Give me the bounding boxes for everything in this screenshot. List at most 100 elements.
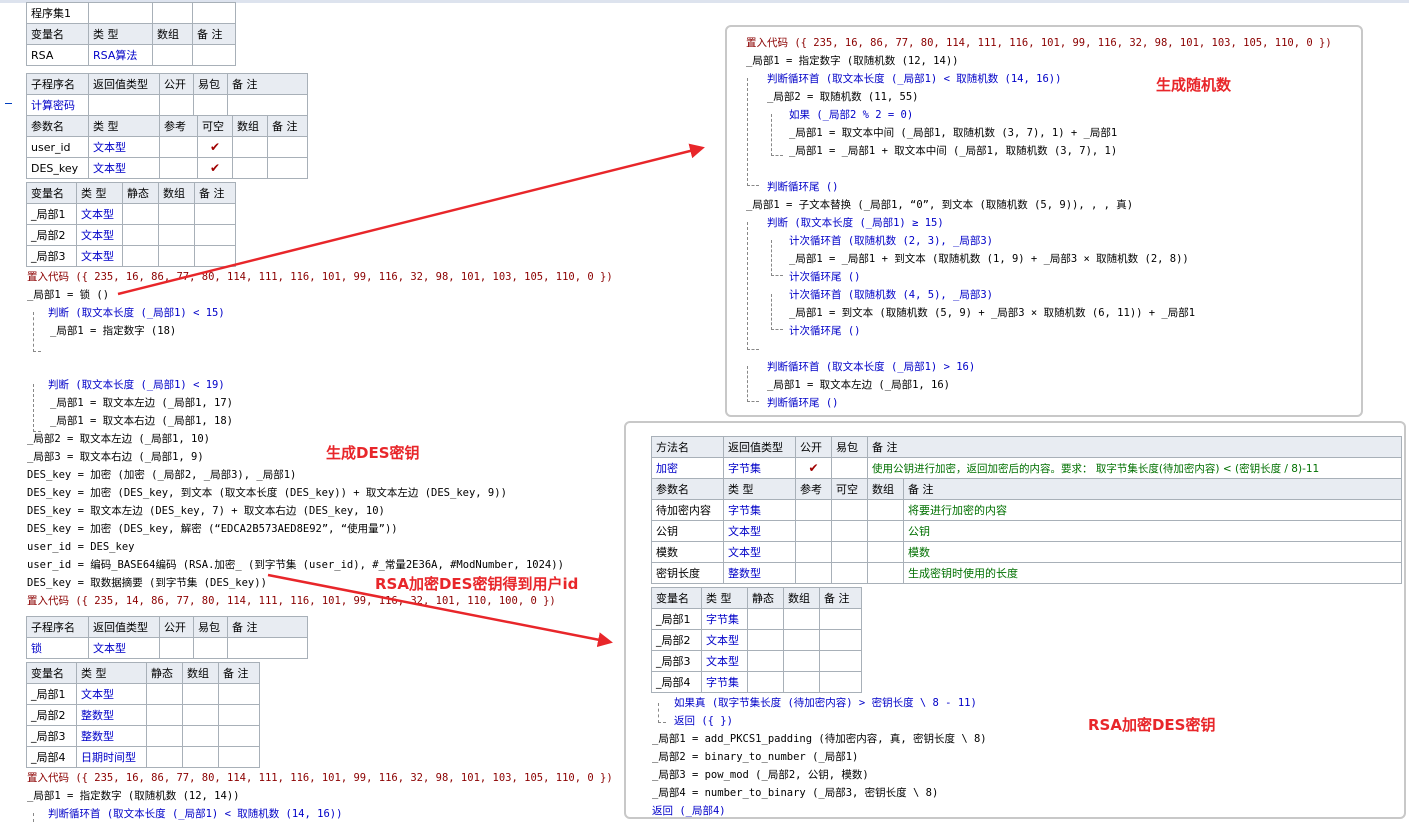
var-name[interactable]: _局部1 bbox=[652, 609, 702, 630]
param-remark[interactable]: 将要进行加密的内容 bbox=[904, 500, 1402, 521]
var-name[interactable]: RSA bbox=[27, 45, 89, 66]
code-line[interactable]: user_id = DES_key bbox=[27, 538, 134, 556]
code-line[interactable]: 计次循环尾 () bbox=[789, 268, 860, 286]
code-line[interactable]: _局部1 = 锁 () bbox=[27, 286, 109, 304]
param-type[interactable]: 字节集 bbox=[724, 500, 796, 521]
code-line[interactable]: 判断循环尾 () bbox=[767, 394, 838, 412]
param-name[interactable]: 密钥长度 bbox=[652, 563, 724, 584]
lock-vars-table: 变量名类 型静态数组备 注 _局部1文本型 _局部2整数型 _局部3整数型 _局… bbox=[26, 662, 260, 768]
var-type[interactable]: 整数型 bbox=[77, 705, 147, 726]
var-name[interactable]: _局部1 bbox=[27, 684, 77, 705]
sub-name[interactable]: 锁 bbox=[27, 638, 89, 659]
var-type[interactable]: 文本型 bbox=[702, 630, 748, 651]
sub-name[interactable]: 计算密码 bbox=[27, 95, 89, 116]
var-type[interactable]: 文本型 bbox=[702, 651, 748, 672]
param-remark[interactable]: 模数 bbox=[904, 542, 1402, 563]
var-type[interactable]: RSA算法 bbox=[89, 45, 153, 66]
code-line[interactable]: _局部4 = number_to_binary (_局部3, 密钥长度 \ 8) bbox=[652, 784, 938, 802]
code-line[interactable]: 如果真 (取字节集长度 (待加密内容) > 密钥长度 \ 8 - 11) bbox=[674, 694, 977, 712]
param-type[interactable]: 文本型 bbox=[89, 158, 160, 179]
code-line[interactable]: _局部1 = _局部1 + 取文本中间 (_局部1, 取随机数 (3, 7), … bbox=[789, 142, 1117, 160]
code-line[interactable]: 判断循环首 (取文本长度 (_局部1) < 取随机数 (14, 16)) bbox=[767, 70, 1061, 88]
code-line[interactable]: _局部1 = 取文本左边 (_局部1, 17) bbox=[50, 394, 233, 412]
assembly-name[interactable]: 程序集1 bbox=[27, 3, 89, 24]
code-line[interactable]: _局部1 = 指定数字 (取随机数 (12, 14)) bbox=[746, 52, 958, 70]
var-type[interactable]: 整数型 bbox=[77, 726, 147, 747]
flow-line bbox=[33, 312, 41, 352]
param-name[interactable]: 公钥 bbox=[652, 521, 724, 542]
code-line[interactable]: DES_key = 取文本左边 (DES_key, 7) + 取文本右边 (DE… bbox=[27, 502, 385, 520]
param-remark[interactable]: 生成密钥时使用的长度 bbox=[904, 563, 1402, 584]
code-line[interactable]: 如果 (_局部2 % 2 = 0) bbox=[789, 106, 913, 124]
code-line[interactable]: _局部1 = 到文本 (取随机数 (5, 9) + _局部3 × 取随机数 (6… bbox=[789, 304, 1195, 322]
var-name[interactable]: _局部3 bbox=[652, 651, 702, 672]
code-line[interactable]: _局部3 = pow_mod (_局部2, 公钥, 模数) bbox=[652, 766, 869, 784]
code-line[interactable]: 判断循环首 (取文本长度 (_局部1) < 取随机数 (14, 16)) bbox=[48, 805, 342, 822]
code-line[interactable]: 计次循环首 (取随机数 (2, 3), _局部3) bbox=[789, 232, 993, 250]
code-line[interactable]: 判断 (取文本长度 (_局部1) ≥ 15) bbox=[767, 214, 944, 232]
code-line[interactable]: 计次循环尾 () bbox=[789, 322, 860, 340]
code-line[interactable]: _局部3 = 取文本右边 (_局部1, 9) bbox=[27, 448, 204, 466]
code-line[interactable]: 返回 ({ }) bbox=[674, 712, 733, 730]
method-table: 方法名返回值类型公开易包备 注 加密字节集✔使用公钥进行加密，返回加密后的内容。… bbox=[651, 436, 1402, 479]
code-line[interactable]: _局部2 = binary_to_number (_局部1) bbox=[652, 748, 858, 766]
code-line[interactable]: 判断循环尾 () bbox=[767, 178, 838, 196]
code-line[interactable]: 置入代码 ({ 235, 16, 86, 77, 80, 114, 111, 1… bbox=[746, 34, 1332, 52]
var-name[interactable]: _局部2 bbox=[27, 705, 77, 726]
code-line[interactable]: _局部1 = add_PKCS1_padding (待加密内容, 真, 密钥长度… bbox=[652, 730, 987, 748]
code-line[interactable]: _局部1 = 取文本右边 (_局部1, 18) bbox=[50, 412, 233, 430]
code-line[interactable]: _局部2 = 取文本左边 (_局部1, 10) bbox=[27, 430, 210, 448]
code-line[interactable]: 返回 (_局部4) bbox=[652, 802, 726, 820]
code-line[interactable]: 置入代码 ({ 235, 14, 86, 77, 80, 114, 111, 1… bbox=[27, 592, 556, 610]
code-line[interactable]: _局部1 = 取文本左边 (_局部1, 16) bbox=[767, 376, 950, 394]
var-name[interactable]: _局部4 bbox=[27, 747, 77, 768]
var-type[interactable]: 文本型 bbox=[77, 204, 123, 225]
method-remark[interactable]: 使用公钥进行加密，返回加密后的内容。要求： 取字节集长度(待加密内容) < (密… bbox=[868, 458, 1402, 479]
code-line[interactable]: _局部1 = 指定数字 (取随机数 (12, 14)) bbox=[27, 787, 239, 805]
check-icon[interactable]: ✔ bbox=[198, 137, 233, 158]
var-name[interactable]: _局部3 bbox=[27, 726, 77, 747]
code-line[interactable]: DES_key = 加密 (加密 (_局部2, _局部3), _局部1) bbox=[27, 466, 296, 484]
code-line[interactable]: _局部1 = 取文本中间 (_局部1, 取随机数 (3, 7), 1) + _局… bbox=[789, 124, 1117, 142]
var-name[interactable]: _局部3 bbox=[27, 246, 77, 267]
code-line[interactable]: 置入代码 ({ 235, 16, 86, 77, 80, 114, 111, 1… bbox=[27, 769, 613, 787]
code-line[interactable]: DES_key = 加密 (DES_key, 解密 (“EDCA2B573AED… bbox=[27, 520, 398, 538]
code-line[interactable]: 置入代码 ({ 235, 16, 86, 77, 80, 114, 111, 1… bbox=[27, 268, 613, 286]
var-name[interactable]: _局部2 bbox=[652, 630, 702, 651]
param-type[interactable]: 文本型 bbox=[89, 137, 160, 158]
param-name[interactable]: user_id bbox=[27, 137, 89, 158]
code-line[interactable]: _局部1 = _局部1 + 到文本 (取随机数 (1, 9) + _局部3 × … bbox=[789, 250, 1189, 268]
var-name[interactable]: _局部4 bbox=[652, 672, 702, 693]
param-name[interactable]: 模数 bbox=[652, 542, 724, 563]
code-line[interactable]: _局部1 = 子文本替换 (_局部1, “0”, 到文本 (取随机数 (5, 9… bbox=[746, 196, 1133, 214]
var-type[interactable]: 文本型 bbox=[77, 225, 123, 246]
code-line[interactable]: 判断循环首 (取文本长度 (_局部1) > 16) bbox=[767, 358, 975, 376]
var-name[interactable]: _局部2 bbox=[27, 225, 77, 246]
var-type[interactable]: 日期时间型 bbox=[77, 747, 147, 768]
code-line[interactable]: 判断 (取文本长度 (_局部1) < 15) bbox=[48, 304, 225, 322]
check-icon[interactable]: ✔ bbox=[198, 158, 233, 179]
method-name[interactable]: 加密 bbox=[652, 458, 724, 479]
var-type[interactable]: 字节集 bbox=[702, 609, 748, 630]
sub-return-type[interactable]: 文本型 bbox=[89, 638, 160, 659]
var-type[interactable]: 文本型 bbox=[77, 684, 147, 705]
collapse-marker[interactable] bbox=[5, 103, 12, 104]
code-line[interactable]: DES_key = 加密 (DES_key, 到文本 (取文本长度 (DES_k… bbox=[27, 484, 507, 502]
var-name[interactable]: _局部1 bbox=[27, 204, 77, 225]
var-type[interactable]: 字节集 bbox=[702, 672, 748, 693]
code-line[interactable]: user_id = 编码_BASE64编码 (RSA.加密_ (到字节集 (us… bbox=[27, 556, 564, 574]
param-type[interactable]: 文本型 bbox=[724, 521, 796, 542]
code-line[interactable]: _局部1 = 指定数字 (18) bbox=[50, 322, 176, 340]
param-type[interactable]: 文本型 bbox=[724, 542, 796, 563]
code-line[interactable]: _局部2 = 取随机数 (11, 55) bbox=[767, 88, 919, 106]
param-remark[interactable]: 公钥 bbox=[904, 521, 1402, 542]
method-return-type[interactable]: 字节集 bbox=[724, 458, 796, 479]
param-name[interactable]: 待加密内容 bbox=[652, 500, 724, 521]
code-line[interactable]: 计次循环首 (取随机数 (4, 5), _局部3) bbox=[789, 286, 993, 304]
param-type[interactable]: 整数型 bbox=[724, 563, 796, 584]
code-line[interactable]: 判断 (取文本长度 (_局部1) < 19) bbox=[48, 376, 225, 394]
code-line[interactable]: DES_key = 取数据摘要 (到字节集 (DES_key)) bbox=[27, 574, 267, 592]
param-name[interactable]: DES_key bbox=[27, 158, 89, 179]
var-type[interactable]: 文本型 bbox=[77, 246, 123, 267]
check-icon[interactable]: ✔ bbox=[796, 458, 832, 479]
